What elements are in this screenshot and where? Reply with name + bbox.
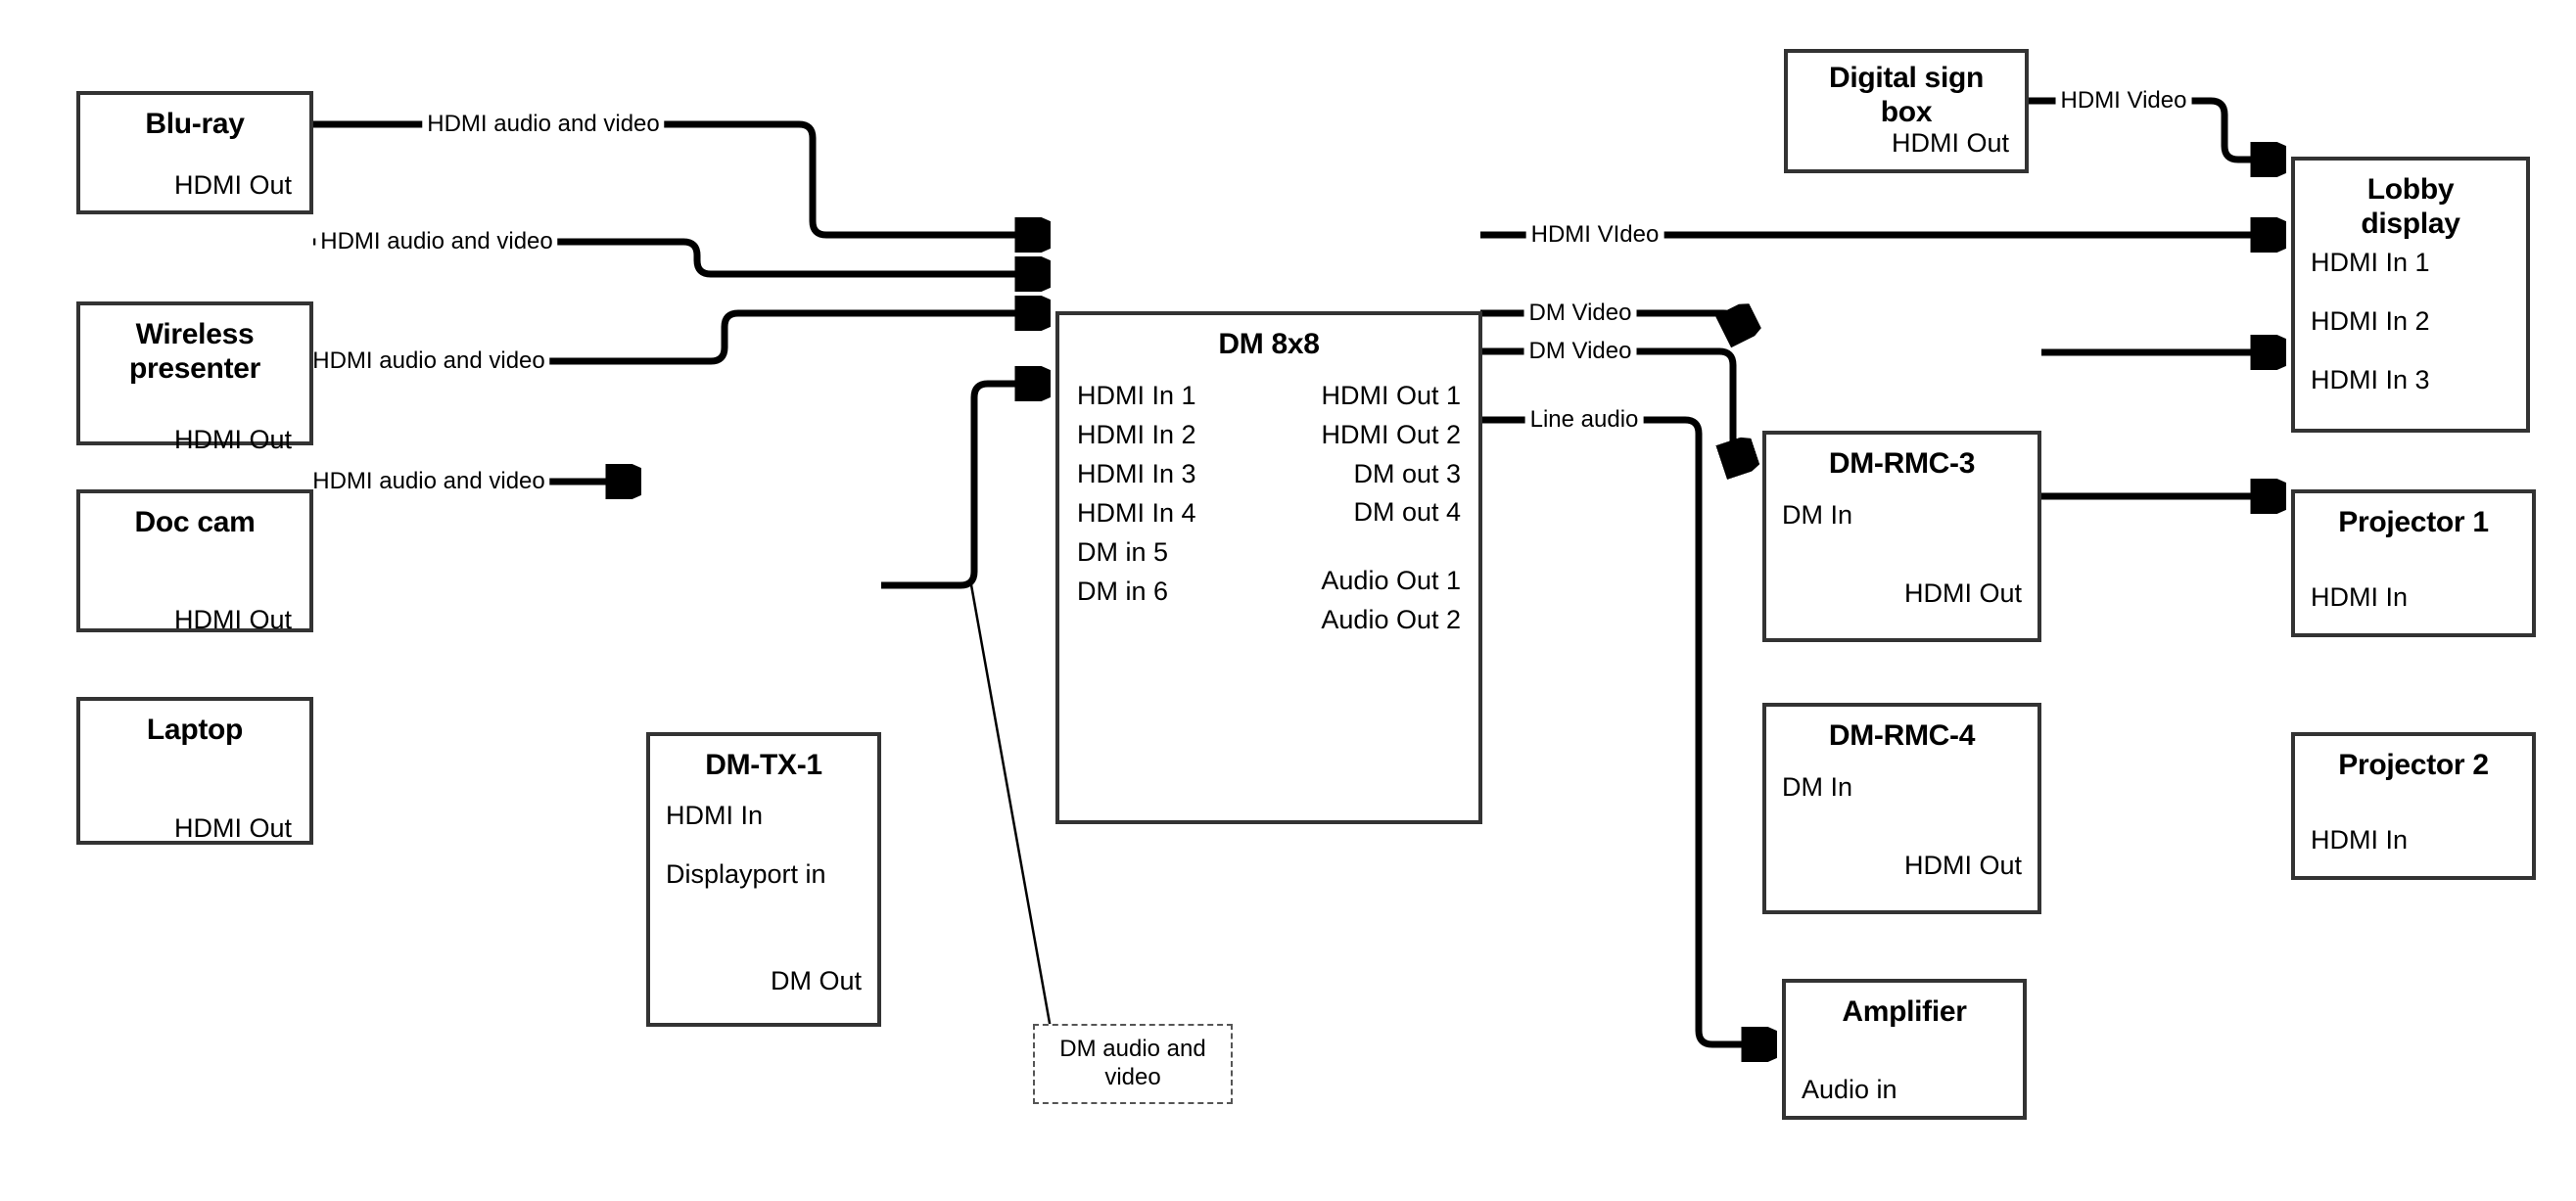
node-dm-8x8-output-audio-out-2: Audio Out 2 <box>1321 605 1461 634</box>
node-dm-8x8-output-dm-out-3: DM out 3 <box>1353 459 1461 488</box>
node-dm-tx-1[interactable]: DM-TX-1 HDMI In Displayport in DM Out <box>646 732 881 1027</box>
node-dm-rmc-4[interactable]: DM-RMC-4 DM In HDMI Out <box>1762 703 2041 914</box>
wire-dm8x8-to-dmrmc4 <box>1480 347 1753 456</box>
node-lobby-display[interactable]: Lobby display HDMI In 1 HDMI In 2 HDMI I… <box>2291 157 2530 433</box>
node-dm-tx-1-port-dm-out: DM Out <box>770 966 862 995</box>
wire-label-laptop: HDMI audio and video <box>307 468 550 495</box>
node-dm-rmc-3-port-dm-in: DM In <box>1782 500 1853 530</box>
wire-label-dmout3: DM Video <box>1523 300 1637 327</box>
node-dm-8x8-input-dm-in-5: DM in 5 <box>1077 537 1169 567</box>
node-dm-8x8[interactable]: DM 8x8 HDMI In 1 HDMI In 2 HDMI In 3 HDM… <box>1055 311 1482 824</box>
wire-dm8x8-to-dmrmc3 <box>1480 313 1753 323</box>
wire-label-dmout4: DM Video <box>1523 338 1637 365</box>
node-amplifier[interactable]: Amplifier Audio in <box>1782 979 2027 1120</box>
node-doc-cam-port-hdmi-out: HDMI Out <box>173 605 292 634</box>
node-dm-8x8-input-hdmi-in-2: HDMI In 2 <box>1077 420 1196 449</box>
node-bluray-port-hdmi-out: HDMI Out <box>173 170 292 200</box>
node-dm-rmc-4-port-hdmi-out: HDMI Out <box>1903 851 2022 880</box>
node-doc-cam[interactable]: Doc cam HDMI Out <box>76 489 313 634</box>
node-dm-tx-1-title: DM-TX-1 <box>705 749 822 781</box>
node-dm-8x8-input-dm-in-6: DM in 6 <box>1077 577 1169 606</box>
node-dm-8x8-input-hdmi-in-4: HDMI In 4 <box>1077 498 1196 528</box>
node-dm-rmc-4-port-dm-in: DM In <box>1782 772 1853 802</box>
node-dm-rmc-3-title: DM-RMC-3 <box>1828 447 1976 480</box>
node-dm-8x8-output-dm-out-4: DM out 4 <box>1353 497 1461 527</box>
wire-label-doccam: HDMI audio and video <box>307 347 550 375</box>
node-dm-8x8-input-hdmi-in-3: HDMI In 3 <box>1077 459 1196 488</box>
node-wireless-presenter[interactable]: Wireless presenter HDMI Out <box>76 301 313 454</box>
node-lobby-display-input-hdmi-in-3: HDMI In 3 <box>2311 365 2430 394</box>
callout-dm-audio-and-video: DM audio and video <box>1033 1024 1233 1104</box>
wire-label-wireless: HDMI audio and video <box>315 228 558 255</box>
wire-label-signbox: HDMI Video <box>2055 87 2192 115</box>
node-laptop-title: Laptop <box>146 714 244 746</box>
wire-dm8x8-to-amplifier <box>1480 416 1774 1044</box>
node-bluray[interactable]: Blu-ray HDMI Out <box>76 91 313 214</box>
node-dm-8x8-input-hdmi-in-1: HDMI In 1 <box>1077 381 1196 410</box>
wire-dmtx1-to-dm8x8 <box>881 384 1048 589</box>
node-amplifier-title: Amplifier <box>1842 995 1967 1028</box>
node-dm-rmc-3-port-hdmi-out: HDMI Out <box>1903 578 2022 608</box>
wire-label-hdmiout1: HDMI VIdeo <box>1525 221 1664 249</box>
node-projector-1-port-hdmi-in: HDMI In <box>2311 582 2409 612</box>
node-projector-1[interactable]: Projector 1 HDMI In <box>2291 489 2536 637</box>
node-digital-sign-box-port-hdmi-out: HDMI Out <box>1891 128 2009 158</box>
node-laptop[interactable]: Laptop HDMI Out <box>76 697 313 845</box>
wire-label-audioout1: Line audio <box>1524 406 1644 434</box>
node-digital-sign-box-title: Digital sign box <box>1828 62 1985 129</box>
node-dm-tx-1-port-displayport-in: Displayport in <box>666 859 826 889</box>
node-lobby-display-title: Lobby display <box>2361 173 2460 241</box>
node-projector-1-title: Projector 1 <box>2338 506 2489 538</box>
wire-bluray-to-dm8x8 <box>313 120 1048 235</box>
wire-label-bluray: HDMI audio and video <box>422 111 665 138</box>
node-doc-cam-title: Doc cam <box>134 506 256 538</box>
node-laptop-port-hdmi-out: HDMI Out <box>173 813 292 843</box>
node-wireless-presenter-title: Wireless presenter <box>128 318 261 386</box>
node-lobby-display-input-hdmi-in-2: HDMI In 2 <box>2311 306 2430 336</box>
node-dm-rmc-4-title: DM-RMC-4 <box>1828 719 1976 752</box>
node-digital-sign-box[interactable]: Digital sign box HDMI Out <box>1784 49 2029 173</box>
node-dm-8x8-output-hdmi-out-2: HDMI Out 2 <box>1321 420 1461 449</box>
node-dm-8x8-output-hdmi-out-1: HDMI Out 1 <box>1321 381 1461 410</box>
node-bluray-title: Blu-ray <box>145 108 245 140</box>
node-projector-2[interactable]: Projector 2 HDMI In <box>2291 732 2536 880</box>
node-dm-8x8-title: DM 8x8 <box>1218 328 1320 360</box>
node-amplifier-port-audio-in: Audio in <box>1802 1075 1897 1104</box>
node-dm-rmc-3[interactable]: DM-RMC-3 DM In HDMI Out <box>1762 431 2041 642</box>
node-projector-2-port-hdmi-in: HDMI In <box>2311 825 2409 855</box>
node-dm-tx-1-port-hdmi-in: HDMI In <box>666 801 764 830</box>
node-projector-2-title: Projector 2 <box>2338 749 2489 781</box>
node-lobby-display-input-hdmi-in-1: HDMI In 1 <box>2311 248 2430 277</box>
leader-line-dm-audio-video <box>968 578 1054 1040</box>
node-dm-8x8-output-audio-out-1: Audio Out 1 <box>1321 566 1461 595</box>
node-wireless-presenter-port-hdmi-out: HDMI Out <box>173 425 292 454</box>
